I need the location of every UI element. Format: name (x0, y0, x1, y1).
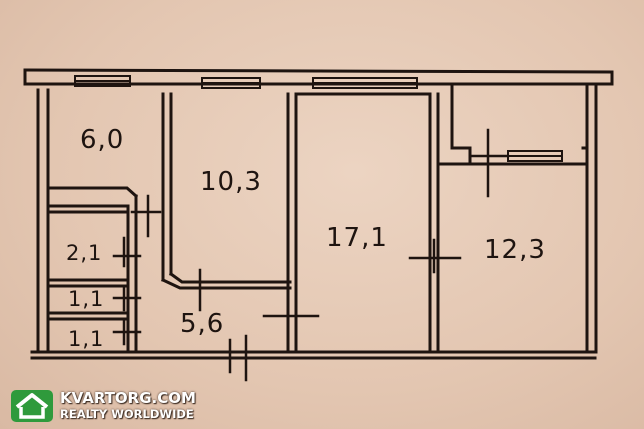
room-area-small-a: 2,1 (66, 241, 102, 265)
room-area-right-room: 12,3 (484, 235, 546, 265)
watermark: KVARTORG.COM REALTY WORLDWIDE (10, 389, 196, 423)
house-icon (11, 390, 53, 422)
room-area-small-c: 1,1 (68, 327, 104, 351)
small-rooms-walls (46, 186, 139, 354)
room-area-living: 17,1 (326, 223, 388, 253)
outer-wall-bottom (30, 350, 597, 360)
watermark-subtitle: REALTY WORLDWIDE (60, 407, 194, 422)
watermark-text: KVARTORG.COM REALTY WORLDWIDE (60, 391, 196, 421)
room-area-corner-left: 6,0 (80, 125, 124, 155)
window-top (74, 75, 418, 89)
room-area-small-b: 1,1 (68, 287, 104, 311)
bedroom-walls (161, 92, 292, 290)
outer-wall-right (585, 82, 598, 354)
watermark-title: KVARTORG.COM (60, 389, 196, 408)
outer-wall-left (36, 88, 50, 354)
door-markers (112, 128, 510, 382)
room-area-bedroom: 10,3 (200, 167, 262, 197)
room-area-hall: 5,6 (180, 309, 224, 339)
right-room-walls (436, 82, 589, 166)
